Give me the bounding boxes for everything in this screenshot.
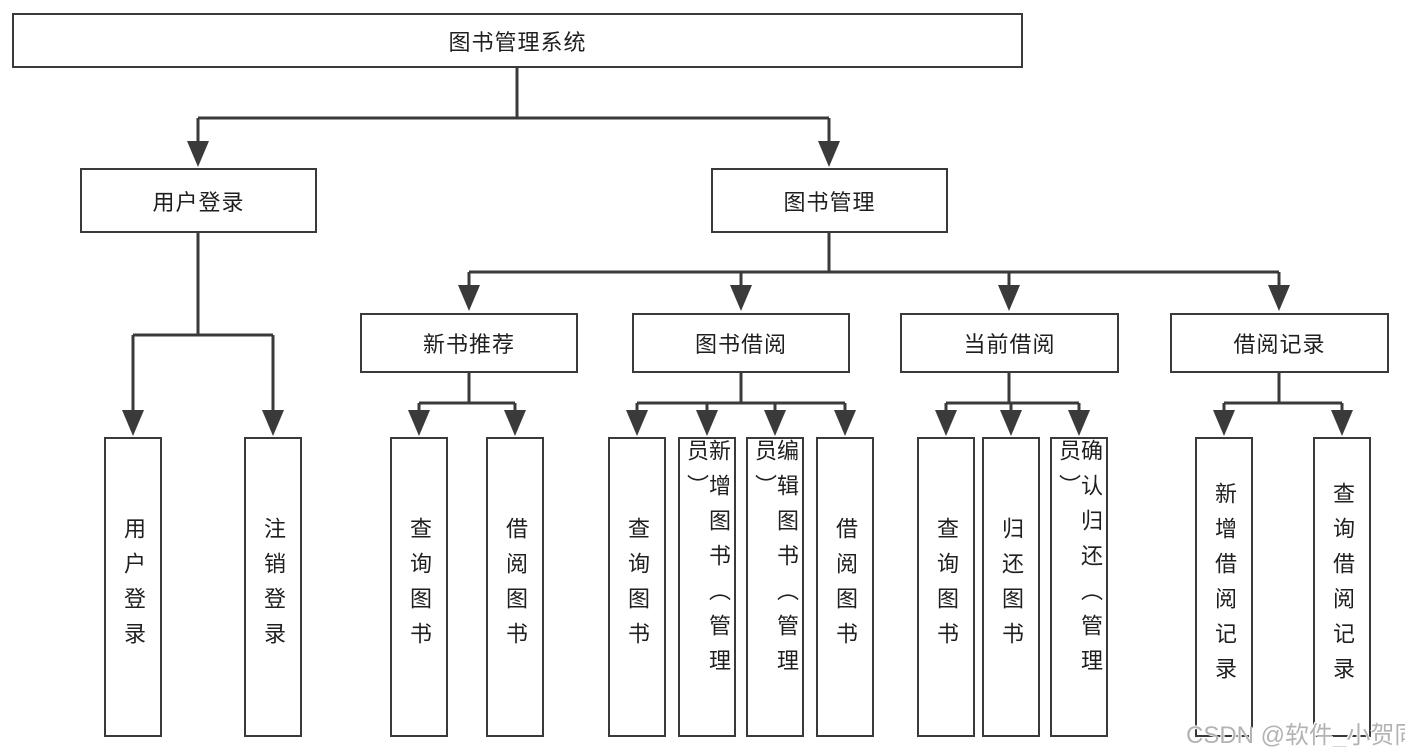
arrowhead	[626, 410, 648, 436]
arrowhead	[1213, 410, 1235, 436]
arrowhead	[1331, 410, 1353, 436]
node-leaf-borrow-books-2-label: 借阅图书	[833, 517, 858, 657]
arrowhead	[1000, 410, 1022, 436]
node-leaf-query-books-2-label: 查询图书	[625, 517, 650, 657]
arrowhead	[998, 285, 1020, 311]
node-library-management-system: 图书管理系统	[12, 13, 1023, 68]
node-leaf-query-books-2: 查询图书	[608, 437, 666, 737]
arrowhead	[730, 285, 752, 311]
node-leaf-borrow-books-1: 借阅图书	[486, 437, 544, 737]
node-leaf-borrow-books-1-label: 借阅图书	[503, 517, 528, 657]
node-leaf-confirm-return-admin-label: 确认归还（管理员）	[1056, 439, 1103, 684]
node-user-login-label: 用户登录	[152, 189, 245, 215]
node-leaf-query-borrow-record-label: 查询借阅记录	[1330, 482, 1355, 692]
node-library-management-system-label: 图书管理系统	[448, 29, 587, 55]
node-user-login: 用户登录	[80, 168, 317, 233]
arrowhead	[122, 410, 144, 436]
arrowhead	[818, 141, 840, 167]
arrowhead	[764, 410, 786, 436]
arrowhead	[1268, 285, 1290, 311]
node-book-borrowing-label: 图书借阅	[694, 332, 787, 357]
arrowhead	[187, 141, 209, 167]
node-new-book-recommend: 新书推荐	[360, 313, 578, 373]
node-borrowing-records-label: 借阅记录	[1233, 332, 1326, 357]
node-book-borrowing: 图书借阅	[632, 313, 850, 373]
node-leaf-query-books-1: 查询图书	[390, 437, 448, 737]
node-book-management-label: 图书管理	[783, 189, 876, 215]
arrowhead	[504, 410, 526, 436]
node-leaf-query-books-1-label: 查询图书	[407, 517, 432, 657]
node-book-management: 图书管理	[711, 168, 948, 233]
node-current-borrowing: 当前借阅	[900, 313, 1119, 373]
node-leaf-add-books-admin-label: 新增图书（管理员）	[684, 439, 731, 684]
node-leaf-query-books-3: 查询图书	[917, 437, 975, 737]
node-leaf-borrow-books-2: 借阅图书	[816, 437, 874, 737]
arrowhead	[458, 285, 480, 311]
node-leaf-return-books-label: 归还图书	[999, 517, 1024, 657]
node-leaf-logout-label: 注销登录	[261, 517, 286, 657]
node-leaf-edit-books-admin: 编辑图书（管理员）	[746, 437, 804, 737]
node-leaf-return-books: 归还图书	[982, 437, 1040, 737]
csdn-watermark: CSDN @软件_小贺同学	[1186, 722, 1405, 747]
arrowhead	[834, 410, 856, 436]
node-leaf-add-borrow-record-label: 新增借阅记录	[1212, 482, 1237, 692]
node-borrowing-records: 借阅记录	[1170, 313, 1389, 373]
arrowhead	[262, 410, 284, 436]
arrowheads	[122, 141, 1353, 436]
node-leaf-user-login: 用户登录	[104, 437, 162, 737]
node-leaf-query-books-3-label: 查询图书	[934, 517, 959, 657]
node-leaf-user-login-label: 用户登录	[121, 517, 146, 657]
node-new-book-recommend-label: 新书推荐	[422, 332, 515, 357]
connector-lines	[131, 68, 1344, 411]
arrowhead	[408, 410, 430, 436]
node-leaf-edit-books-admin-label: 编辑图书（管理员）	[752, 439, 799, 684]
arrowhead	[935, 410, 957, 436]
arrowhead	[1068, 410, 1090, 436]
node-leaf-add-books-admin: 新增图书（管理员）	[678, 437, 736, 737]
arrowhead	[696, 410, 718, 436]
node-leaf-confirm-return-admin: 确认归还（管理员）	[1050, 437, 1108, 737]
node-leaf-query-borrow-record: 查询借阅记录	[1313, 437, 1371, 737]
node-leaf-add-borrow-record: 新增借阅记录	[1195, 437, 1253, 737]
node-current-borrowing-label: 当前借阅	[963, 332, 1056, 357]
node-leaf-logout: 注销登录	[244, 437, 302, 737]
